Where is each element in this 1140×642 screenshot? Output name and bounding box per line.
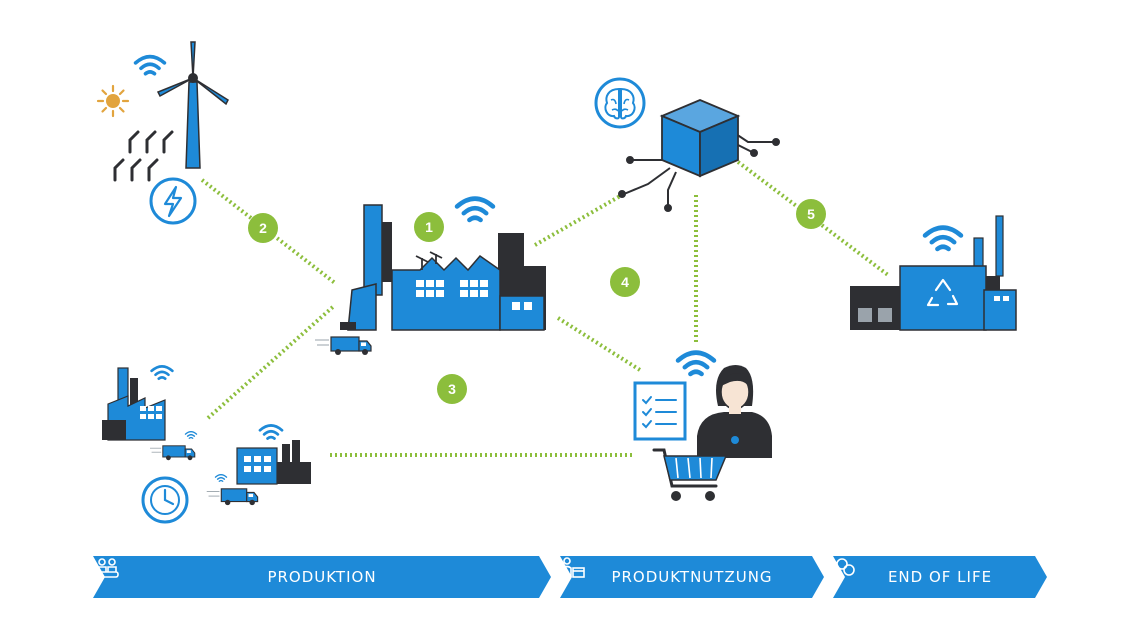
sun-icon: [96, 84, 130, 118]
badge-5: 5: [796, 199, 826, 229]
truck-icon: [206, 488, 259, 506]
wind-turbine-icon: [156, 41, 229, 169]
shopping-cart-icon: [652, 436, 739, 501]
person-icon: [697, 365, 772, 458]
phase-banner-product-usage: PRODUKTNUTZUNG: [560, 556, 824, 598]
wifi-icon: [678, 353, 714, 374]
clock-icon: [141, 476, 189, 524]
energy-cluster: [96, 41, 229, 225]
production-icon: [95, 558, 119, 578]
svg-text:3: 3: [448, 381, 456, 397]
supplier-factory-2: [206, 424, 311, 506]
customer-group: [633, 353, 772, 501]
small-turbines-icon: [113, 130, 174, 182]
badge-1: 1: [414, 212, 444, 242]
svg-text:1: 1: [425, 219, 433, 235]
badge-3: 3: [437, 374, 467, 404]
svg-text:4: 4: [621, 274, 629, 290]
wifi-icon: [150, 365, 174, 381]
badge-4: 4: [610, 267, 640, 297]
phase-label: PRODUKTNUTZUNG: [611, 568, 773, 586]
connection-energy-factory: [200, 178, 337, 285]
connection-supplier-factory: [206, 303, 337, 420]
connection-lines: [200, 160, 890, 457]
wifi-icon: [457, 199, 493, 220]
connection-cloud-recycling: [736, 160, 890, 277]
truck-icon: [315, 336, 372, 356]
supplier-factory-1: [102, 365, 198, 461]
product-usage-icon: [562, 557, 585, 578]
factory-icon: [315, 199, 546, 356]
wifi-icon: [184, 431, 198, 439]
wifi-icon: [133, 54, 167, 76]
connection-factory-customer: [556, 316, 642, 372]
recycling-plant-icon: [850, 215, 1017, 331]
end-of-life-icon: [836, 558, 855, 576]
phase-label: END OF LIFE: [887, 568, 993, 586]
svg-text:5: 5: [807, 206, 815, 222]
cloud-cube-icon: [618, 99, 780, 212]
wifi-icon: [925, 228, 961, 249]
wifi-icon: [214, 474, 228, 482]
phase-label: PRODUKTION: [267, 568, 377, 586]
truck-icon: [150, 445, 196, 461]
lightning-icon: [149, 177, 197, 225]
connection-factory-cloud: [534, 193, 623, 247]
recycle-symbol: [926, 278, 959, 307]
checklist-icon: [633, 381, 687, 441]
phase-banner-production: PRODUKTION: [93, 556, 551, 598]
badge-2: 2: [248, 213, 278, 243]
wifi-icon: [258, 424, 284, 440]
brain-icon: [594, 77, 646, 129]
svg-text:2: 2: [259, 220, 267, 236]
phase-banner-end-of-life: END OF LIFE: [833, 556, 1047, 598]
